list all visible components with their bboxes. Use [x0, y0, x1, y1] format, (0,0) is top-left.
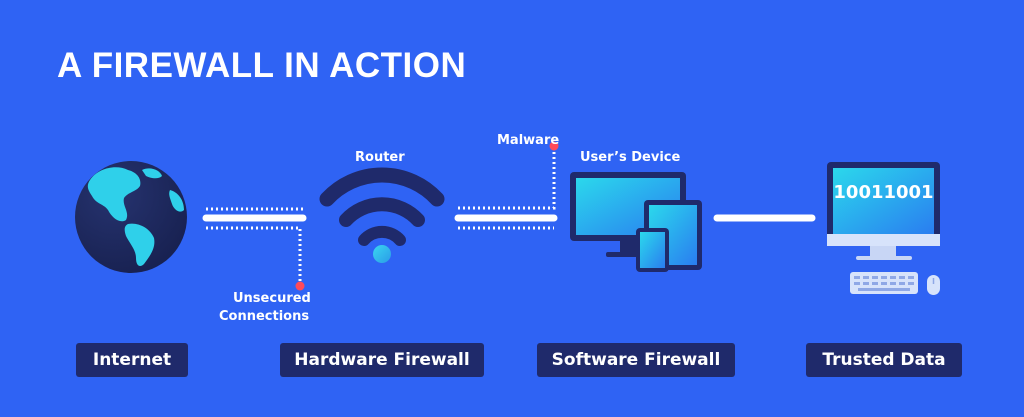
page-title: A FIREWALL IN ACTION [57, 46, 467, 85]
wifi-router-icon [319, 167, 445, 246]
unsecured-label-line2: Connections [219, 309, 310, 324]
stage-trusted-data: Trusted Data [806, 343, 962, 377]
internet-connection [202, 207, 307, 291]
devices-icon [570, 172, 702, 272]
unsecured-label-line1: Unsecured [233, 291, 311, 306]
router-connection [454, 141, 559, 230]
globe-icon [75, 161, 187, 273]
stage-hardware-firewall: Hardware Firewall [280, 343, 484, 377]
malware-label: Malware [497, 133, 560, 148]
router-light [373, 245, 391, 263]
user-device-label: User’s Device [580, 150, 681, 165]
router-label: Router [355, 150, 405, 165]
stage-software-firewall: Software Firewall [537, 343, 735, 377]
mouse [927, 275, 940, 295]
malware-marker [549, 141, 559, 151]
desktop-computer-icon [827, 162, 940, 295]
unsecured-marker [295, 281, 305, 291]
binary-text: 10011001 [833, 182, 933, 203]
stage-internet: Internet [76, 343, 188, 377]
